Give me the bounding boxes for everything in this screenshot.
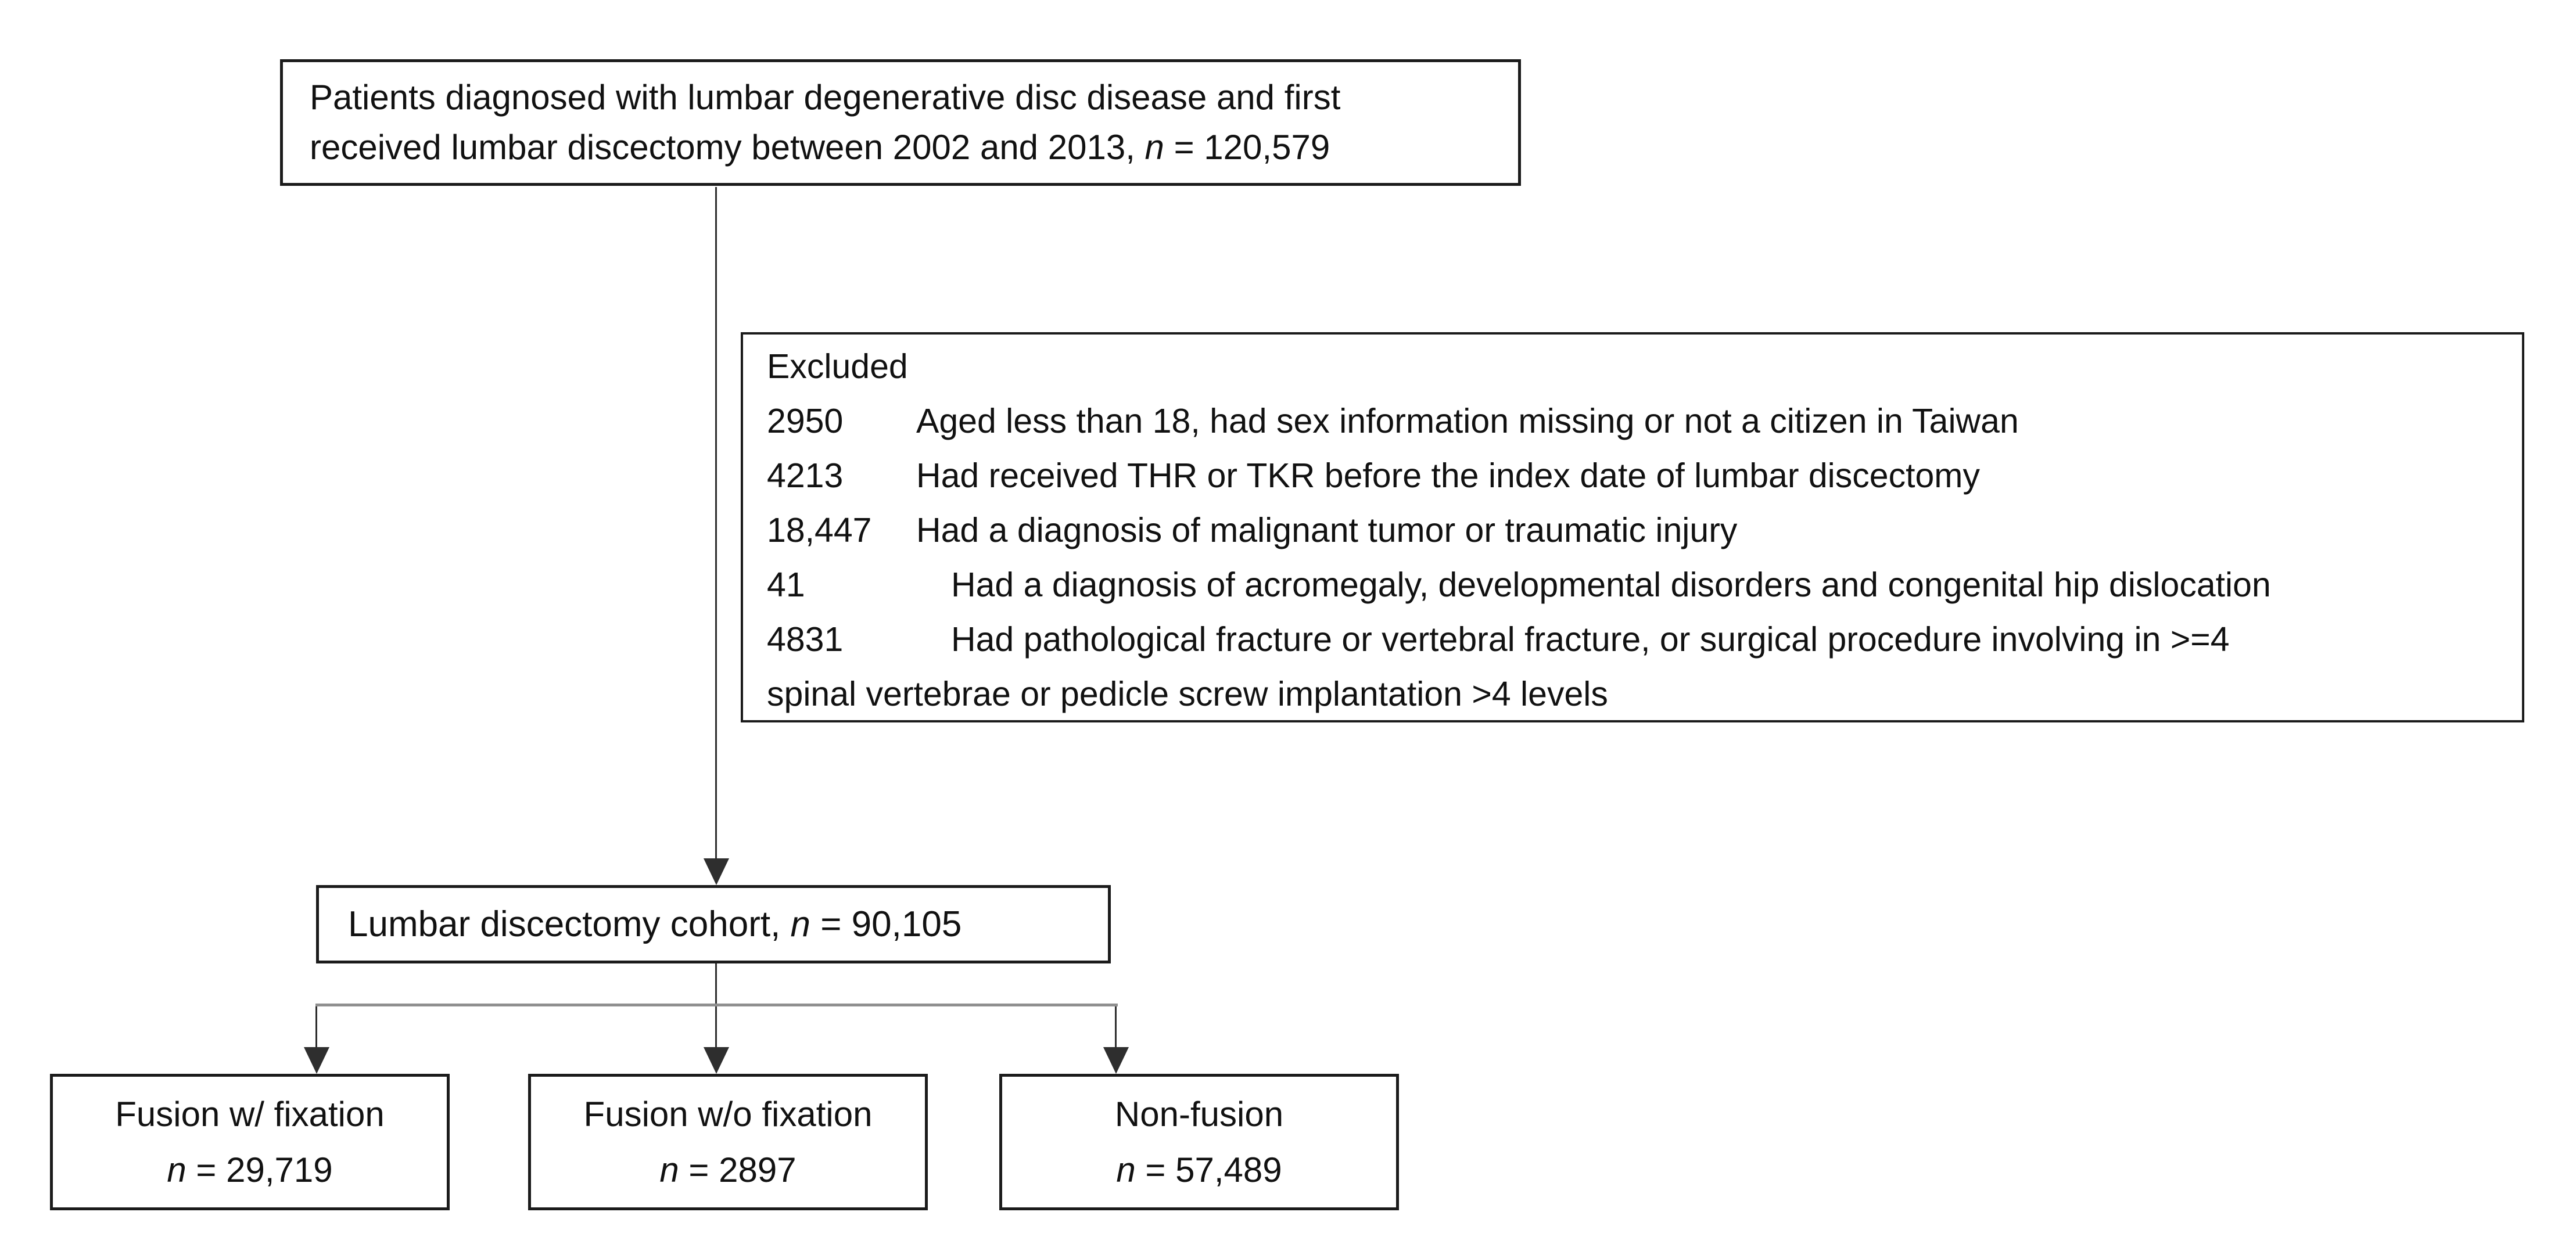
excluded-reason: Had pathological fracture or vertebral f… bbox=[951, 620, 2230, 659]
outcome-box-fusion-w-fixation: Fusion w/ fixation n = 29,719 bbox=[50, 1074, 450, 1210]
excluded-count: 18,447 bbox=[767, 511, 872, 549]
outcome-count: n = 2897 bbox=[659, 1142, 796, 1198]
n-symbol: n bbox=[167, 1150, 186, 1189]
excluded-count: 41 bbox=[767, 566, 805, 604]
outcome-count-value: = 2897 bbox=[679, 1150, 797, 1189]
arrowhead-down-icon bbox=[1103, 1047, 1129, 1074]
arrowhead-down-icon bbox=[704, 1047, 729, 1074]
excluded-reason: Had received THR or TKR before the index… bbox=[916, 456, 1980, 495]
connector-stub-line bbox=[715, 963, 717, 1005]
outcome-box-fusion-wo-fixation: Fusion w/o fixation n = 2897 bbox=[528, 1074, 928, 1210]
excluded-row: 18,447 Had a diagnosis of malignant tumo… bbox=[767, 503, 2508, 558]
excluded-reason: Aged less than 18, had sex information m… bbox=[916, 402, 2019, 440]
excluded-count: 4831 bbox=[767, 620, 844, 659]
outcome-label: Non-fusion bbox=[1114, 1094, 1284, 1134]
arrowhead-down-icon bbox=[704, 858, 729, 885]
cohort-box-text: Lumbar discectomy cohort, n = 90,105 bbox=[348, 904, 961, 945]
cohort-box: Lumbar discectomy cohort, n = 90,105 bbox=[316, 885, 1111, 963]
outcome-count-value: = 29,719 bbox=[186, 1150, 333, 1189]
top-box: Patients diagnosed with lumbar degenerat… bbox=[280, 59, 1521, 186]
branch-line-left bbox=[315, 1006, 317, 1047]
top-box-line2: received lumbar discectomy between 2002 … bbox=[310, 123, 1518, 172]
excluded-reason: Had a diagnosis of malignant tumor or tr… bbox=[916, 511, 1738, 549]
n-symbol: n bbox=[790, 904, 811, 944]
excluded-title: Excluded bbox=[767, 347, 908, 386]
n-symbol: n bbox=[659, 1150, 679, 1189]
excluded-box: Excluded 2950 Aged less than 18, had sex… bbox=[741, 332, 2524, 722]
excluded-row: 4831 Had pathological fracture or verteb… bbox=[767, 612, 2508, 667]
outcome-box-non-fusion: Non-fusion n = 57,489 bbox=[999, 1074, 1399, 1210]
excluded-count: 2950 bbox=[767, 402, 844, 440]
excluded-row: 41 Had a diagnosis of acromegaly, develo… bbox=[767, 558, 2508, 612]
excluded-continuation: spinal vertebrae or pedicle screw implan… bbox=[767, 675, 1608, 713]
n-symbol: n bbox=[1116, 1150, 1136, 1189]
outcome-count: n = 29,719 bbox=[167, 1142, 332, 1198]
cohort-box-label: Lumbar discectomy cohort, bbox=[348, 904, 791, 944]
arrow-line-top-to-cohort bbox=[715, 187, 717, 860]
branch-line-right bbox=[1115, 1006, 1117, 1047]
n-symbol: n bbox=[1145, 128, 1164, 167]
top-box-line2-count: = 120,579 bbox=[1164, 128, 1330, 167]
outcome-count-value: = 57,489 bbox=[1135, 1150, 1282, 1189]
arrowhead-down-icon bbox=[304, 1047, 329, 1074]
excluded-count: 4213 bbox=[767, 456, 844, 495]
outcome-count: n = 57,489 bbox=[1116, 1142, 1282, 1198]
branch-line-middle bbox=[715, 1006, 717, 1047]
outcome-label: Fusion w/o fixation bbox=[583, 1094, 873, 1134]
excluded-row: 4213 Had received THR or TKR before the … bbox=[767, 448, 2508, 503]
excluded-reason: Had a diagnosis of acromegaly, developme… bbox=[951, 566, 2271, 604]
top-box-line2-text: received lumbar discectomy between 2002 … bbox=[310, 128, 1145, 167]
connector-horizontal-line bbox=[315, 1004, 1118, 1006]
cohort-box-count: = 90,105 bbox=[810, 904, 962, 944]
outcome-label: Fusion w/ fixation bbox=[115, 1094, 385, 1134]
excluded-row: 2950 Aged less than 18, had sex informat… bbox=[767, 394, 2508, 448]
top-box-line1: Patients diagnosed with lumbar degenerat… bbox=[310, 78, 1341, 117]
